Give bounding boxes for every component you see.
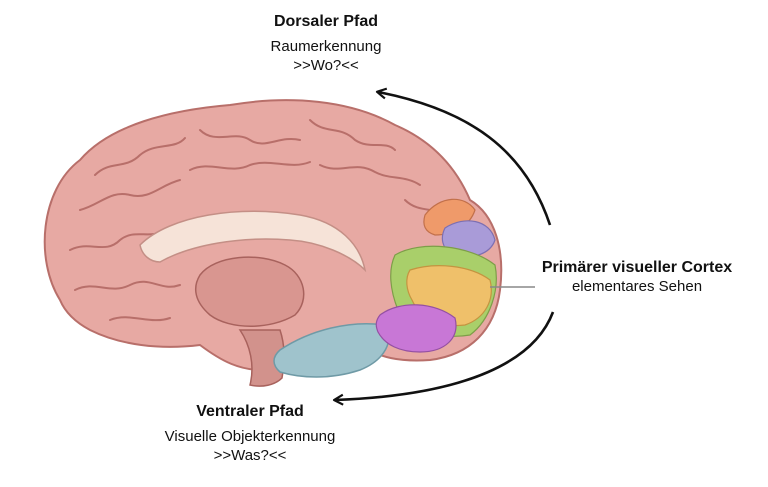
primary-line1: elementares Sehen xyxy=(571,278,703,295)
dorsal-line2: >>Wo?<< xyxy=(293,56,359,74)
dorsal-line1: Raumerkennung xyxy=(270,38,382,55)
ventral-arrow xyxy=(332,311,555,406)
corpus-callosum xyxy=(139,210,367,273)
ventral-line1: Visuelle Objekterkennung xyxy=(164,428,336,445)
ventral-line2: >>Was?<< xyxy=(213,446,287,464)
primary-title: Primärer visueller Cortex xyxy=(541,259,733,276)
thalamus xyxy=(194,256,305,327)
ventral-pathway-label: Ventraler Pfad Visuelle Objekterkennung … xyxy=(130,402,370,466)
primary-visual-cortex-label: Primärer visueller Cortex elementares Se… xyxy=(512,258,762,297)
ventral-region xyxy=(273,322,390,378)
region-magenta xyxy=(375,304,457,353)
ventral-title: Ventraler Pfad xyxy=(196,403,304,420)
dorsal-title: Dorsaler Pfad xyxy=(273,13,379,30)
dorsal-arrow xyxy=(375,87,552,226)
dorsal-pathway-label: Dorsaler Pfad Raumerkennung >>Wo?<< xyxy=(216,12,436,76)
